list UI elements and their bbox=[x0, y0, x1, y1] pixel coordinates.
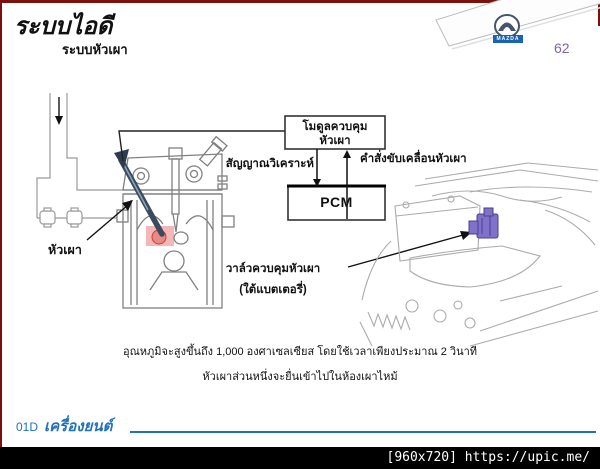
valve-label-line2: (ใต้แบตเตอรี่) bbox=[239, 284, 307, 296]
glow-module-label-line1: โมดูลควบคุม bbox=[302, 121, 368, 133]
watermark-bar: [960x720] https://upic.me/ bbox=[0, 447, 600, 469]
top-accent-line bbox=[0, 0, 600, 3]
pcm-label: PCM bbox=[320, 194, 353, 210]
mazda-logo-icon bbox=[494, 14, 520, 38]
footer: 01D เครื่องยนต์ bbox=[16, 414, 112, 438]
note-temperature: อุณหภูมิจะสูงขึ้นถึง 1,000 องศาเซลเซียส … bbox=[122, 346, 478, 358]
page-title: ระบบไอดี bbox=[14, 11, 113, 40]
note-protrusion: หัวเผาส่วนหนึ่งจะยื่นเข้าไปในห้องเผาไหม้ bbox=[202, 371, 398, 383]
glow-plug-label: หัวเผา bbox=[48, 243, 82, 257]
glow-module-box bbox=[284, 115, 386, 150]
page-number: 62 bbox=[554, 40, 570, 56]
injector bbox=[168, 147, 183, 233]
glow-module-label-line2: หัวเผา bbox=[319, 135, 351, 148]
watermark-text: [960x720] https://upic.me/ bbox=[386, 450, 591, 465]
intake-flow-arrow-icon bbox=[55, 97, 63, 125]
command-arrow-up-icon bbox=[343, 150, 351, 219]
footer-chapter-name: เครื่องยนต์ bbox=[44, 417, 113, 435]
page-subtitle: ระบบหัวเผา bbox=[62, 42, 128, 57]
footer-divider-line bbox=[130, 431, 596, 433]
mazda-wordmark: MAZDA bbox=[493, 35, 523, 43]
left-accent-line bbox=[0, 0, 2, 447]
valve-label-line1: วาล์วควบคุมหัวเผา bbox=[225, 263, 321, 275]
pcm-box bbox=[287, 185, 386, 221]
engine-bay-art bbox=[359, 162, 599, 347]
glow-plug bbox=[114, 149, 165, 237]
glow-plug-arrow-icon bbox=[86, 200, 133, 241]
right-accent-line bbox=[598, 0, 600, 26]
signal-arrow-down-icon bbox=[313, 149, 321, 187]
intake-schematic bbox=[36, 93, 123, 228]
module-wire bbox=[118, 130, 285, 162]
signal-label: สัญญาณวิเคราะห์ bbox=[225, 158, 314, 170]
footer-chapter-code: 01D bbox=[16, 420, 39, 434]
glow-module-label: โมดูลควบคุม หัวเผา bbox=[285, 120, 385, 149]
glow-control-valve bbox=[468, 207, 499, 239]
command-label: คำสั่งขับเคลื่อนหัวเผา bbox=[360, 153, 467, 165]
